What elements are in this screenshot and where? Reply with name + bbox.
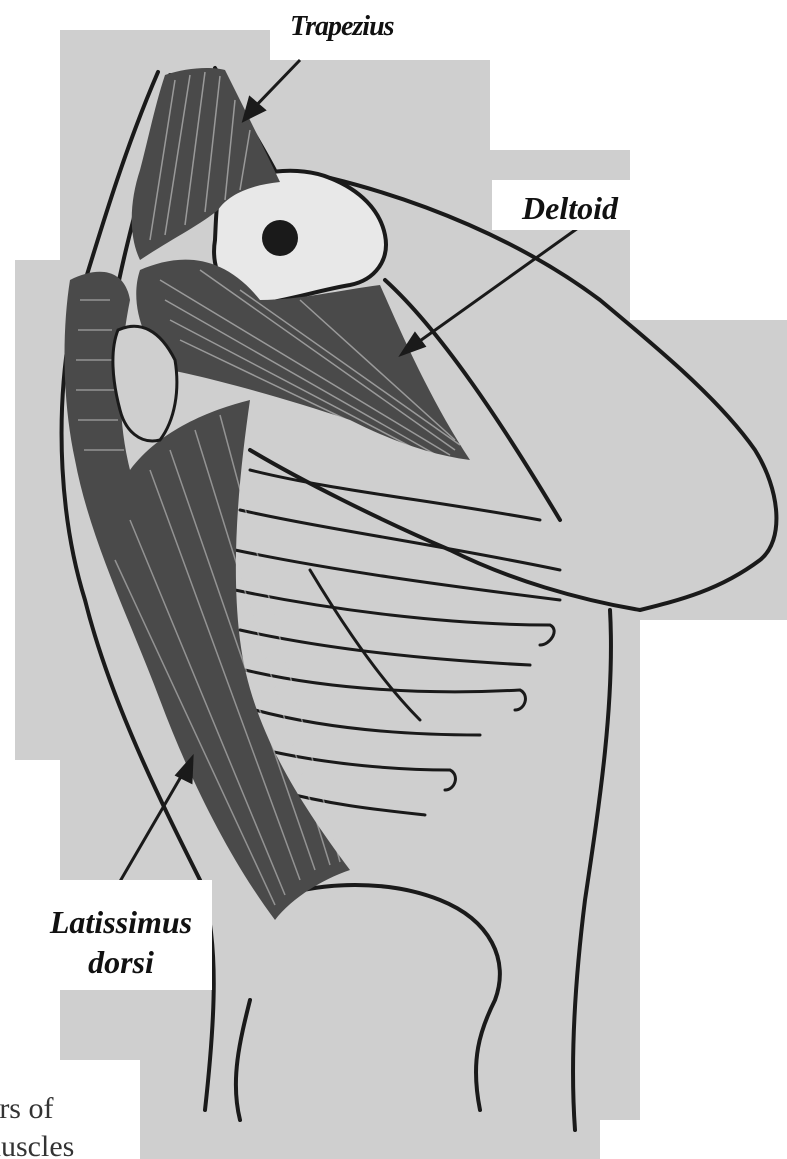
deltoid-label: Deltoid <box>522 192 618 224</box>
trapezius-label: Trapezius <box>290 13 394 41</box>
caption-line2: nuscles <box>0 1128 74 1159</box>
caption-line1: ers of <box>0 1090 74 1128</box>
caption-fragment: ers of nuscles <box>0 1090 74 1159</box>
latissimus-label-line1: Latissimus <box>26 902 216 942</box>
latissimus-label-line2: dorsi <box>26 942 216 982</box>
latissimus-dorsi-label: Latissimus dorsi <box>26 902 216 982</box>
shoulder-joint-marker <box>262 220 298 256</box>
